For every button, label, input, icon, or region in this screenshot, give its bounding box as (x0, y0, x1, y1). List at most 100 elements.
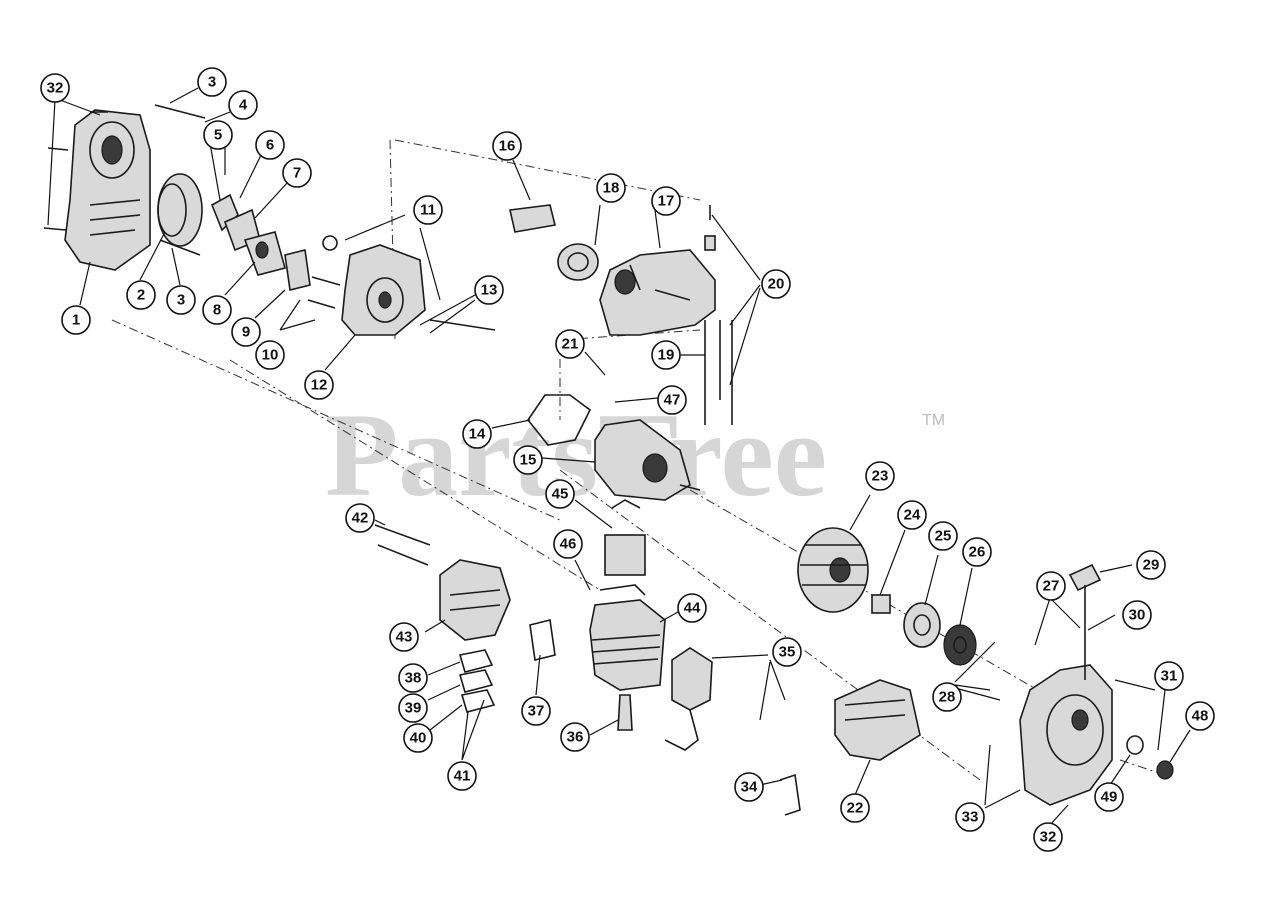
muffler (439, 559, 511, 641)
bearing-housing (594, 419, 701, 501)
callout-8: 8 (202, 295, 232, 325)
crankcase (307, 235, 496, 336)
carburetor-assembly (210, 193, 311, 291)
svg-text:3: 3 (177, 292, 185, 309)
svg-text:35: 35 (779, 644, 796, 661)
washer (1126, 735, 1144, 755)
callout-47: 47 (657, 385, 687, 415)
decal-strip (509, 204, 556, 233)
svg-text:41: 41 (454, 768, 471, 785)
callout-43: 43 (389, 622, 419, 652)
callout-44: 44 (677, 593, 707, 623)
fuel-tank (599, 249, 716, 336)
nut (1156, 760, 1174, 780)
callout-29: 29 (1136, 550, 1166, 580)
svg-text:21: 21 (562, 336, 579, 353)
callout-10: 10 (255, 340, 285, 370)
callout-34: 34 (734, 772, 764, 802)
svg-text:32: 32 (1040, 829, 1057, 846)
callout-17: 17 (651, 186, 681, 216)
muffler-gaskets (458, 649, 496, 713)
starter-spring (943, 624, 977, 666)
callout-6: 6 (255, 130, 285, 160)
callout-27: 27 (1036, 571, 1066, 601)
callout-1: 1 (61, 305, 91, 335)
callout-41: 41 (447, 761, 477, 791)
watermark-text: PartsTree (325, 388, 827, 521)
leader-lines (47, 87, 1191, 826)
svg-text:48: 48 (1192, 708, 1209, 725)
svg-text:11: 11 (420, 202, 436, 219)
wire-clip (779, 773, 801, 816)
svg-text:2: 2 (137, 287, 145, 304)
svg-text:26: 26 (969, 544, 986, 561)
svg-text:36: 36 (567, 729, 584, 746)
svg-text:4: 4 (239, 97, 248, 114)
long-screw-lower (159, 239, 201, 256)
svg-text:24: 24 (904, 507, 921, 524)
svg-text:22: 22 (847, 800, 864, 817)
long-screw (154, 104, 206, 119)
svg-text:1: 1 (72, 312, 80, 329)
callout-16: 16 (492, 131, 522, 161)
svg-text:45: 45 (552, 486, 569, 503)
callout-15: 15 (513, 445, 543, 475)
air-filter (157, 173, 203, 247)
callout-19: 19 (651, 340, 681, 370)
svg-text:44: 44 (684, 600, 701, 617)
svg-text:43: 43 (396, 629, 413, 646)
callout-11: 11 (413, 195, 443, 225)
svg-text:47: 47 (664, 392, 681, 409)
callout-18: 18 (596, 173, 626, 203)
callout-22: 22 (840, 793, 870, 823)
svg-text:31: 31 (1161, 668, 1178, 685)
callout-42: 42 (345, 503, 375, 533)
callout-32-top: 32 (40, 73, 70, 103)
svg-text:16: 16 (499, 138, 516, 155)
starter-handle (1068, 563, 1102, 592)
callout-20: 20 (761, 269, 791, 299)
callout-35: 35 (772, 637, 802, 667)
callout-21: 21 (555, 329, 585, 359)
fuel-cap (557, 243, 599, 281)
svg-text:30: 30 (1129, 607, 1146, 624)
callout-49: 49 (1094, 782, 1124, 812)
svg-text:27: 27 (1043, 578, 1060, 595)
callout-14: 14 (462, 419, 492, 449)
callout-48: 48 (1185, 701, 1215, 731)
callout-46: 46 (553, 529, 583, 559)
deflector-plate (529, 619, 556, 661)
spark-plug (617, 694, 633, 731)
recoil-starter-housing (1019, 664, 1113, 806)
svg-text:5: 5 (214, 127, 222, 144)
callout-5: 5 (203, 120, 233, 150)
callout-39: 39 (398, 693, 428, 723)
starter-pulley (903, 602, 941, 648)
svg-text:23: 23 (872, 468, 889, 485)
svg-text:9: 9 (242, 324, 250, 341)
callout-24: 24 (897, 500, 927, 530)
callout-45: 45 (545, 479, 575, 509)
callout-38: 38 (398, 663, 428, 693)
callout-26: 26 (962, 537, 992, 567)
svg-text:3: 3 (208, 74, 216, 91)
watermark-tm: TM (922, 412, 945, 429)
piston (604, 499, 646, 576)
callout-28: 28 (932, 682, 962, 712)
callout-30: 30 (1122, 600, 1152, 630)
cylinder (589, 584, 666, 691)
callout-3-lower: 3 (166, 285, 196, 315)
ignition-module (664, 647, 713, 751)
svg-text:33: 33 (962, 809, 979, 826)
svg-text:6: 6 (266, 137, 274, 154)
svg-text:40: 40 (410, 730, 427, 747)
muffler-bolts (374, 524, 431, 566)
svg-text:13: 13 (481, 282, 498, 299)
svg-text:25: 25 (935, 528, 952, 545)
svg-text:32: 32 (47, 80, 64, 97)
callout-37: 37 (521, 696, 551, 726)
callout-36: 36 (560, 722, 590, 752)
svg-text:12: 12 (311, 377, 328, 394)
callout-7: 7 (282, 158, 312, 188)
flywheel (797, 527, 869, 613)
